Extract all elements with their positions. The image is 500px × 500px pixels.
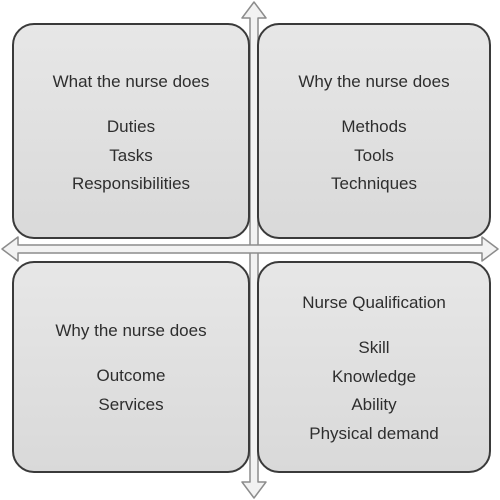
- quadrant-item: Responsibilities: [71, 174, 191, 193]
- quadrant-item: Physical demand: [309, 423, 439, 443]
- quadrant-title: Why the nurse does: [55, 321, 207, 340]
- quadrant-item-list: Duties Tasks Responsibilities: [14, 113, 248, 199]
- quadrant-item: Tools: [354, 145, 394, 165]
- quadrant-item: Services: [98, 394, 164, 414]
- quadrant-item: Skill: [358, 338, 390, 357]
- quadrant-top-right: Why the nurse does Methods Tools Techniq…: [257, 23, 491, 239]
- quadrant-title: What the nurse does: [52, 72, 210, 91]
- quadrant-top-left: What the nurse does Duties Tasks Respons…: [12, 23, 250, 239]
- horizontal-double-arrow: [1, 236, 499, 262]
- quadrant-item: Duties: [106, 117, 156, 136]
- quadrant-item: Ability: [351, 395, 397, 414]
- quadrant-item-list: Methods Tools Techniques: [259, 113, 489, 199]
- quadrant-title: Nurse Qualification: [302, 293, 446, 312]
- quadrant-item: Methods: [341, 117, 407, 136]
- quadrant-item: Knowledge: [331, 366, 417, 386]
- quadrant-bottom-right: Nurse Qualification Skill Knowledge Abil…: [257, 261, 491, 473]
- quadrant-item-list: Skill Knowledge Ability Physical demand: [259, 334, 489, 448]
- quadrant-item: Outcome: [96, 366, 166, 385]
- quadrant-title: Why the nurse does: [298, 72, 450, 91]
- quadrant-item: Techniques: [330, 174, 417, 193]
- quadrant-bottom-left: Why the nurse does Outcome Services: [12, 261, 250, 473]
- quadrant-item: Tasks: [109, 145, 153, 165]
- quadrant-item-list: Outcome Services: [14, 362, 248, 419]
